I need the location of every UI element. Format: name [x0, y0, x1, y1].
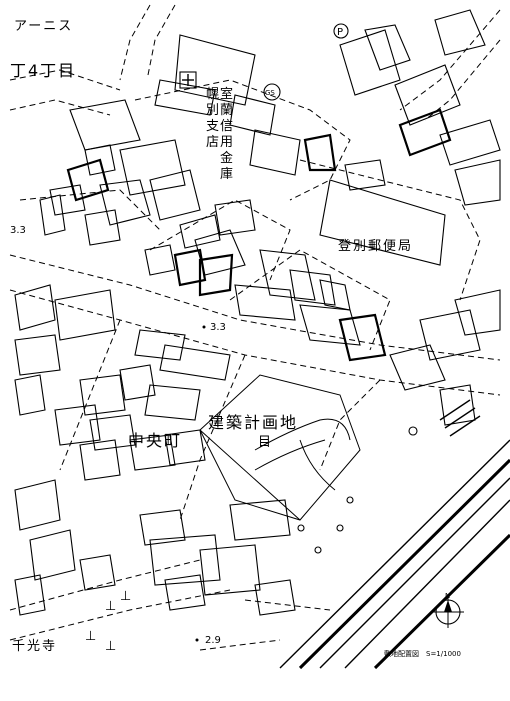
svg-text:N: N: [445, 592, 450, 600]
project-site-area: [199, 374, 361, 521]
area-label-top-left: アーニス: [14, 19, 73, 34]
svg-text:支: 支: [206, 119, 221, 134]
svg-text:用: 用: [220, 135, 235, 150]
svg-text:P: P: [337, 27, 343, 38]
svg-text:⊥: ⊥: [85, 629, 98, 644]
north-arrow-icon: N: [432, 592, 464, 628]
map-labels: アーニス 丁4丁目 幌 室 別 蘭 支 信 店 用 金 庫 登別郵便局 建築計画…: [10, 19, 461, 658]
svg-text:蘭: 蘭: [220, 102, 235, 118]
temple-label: 千光寺: [12, 639, 57, 654]
post-office-label: 登別郵便局: [338, 239, 413, 254]
building-footprints: [14, 9, 501, 616]
project-site-label: 建築計画地: [208, 413, 298, 432]
svg-text:3.3: 3.3: [210, 322, 226, 333]
svg-text:幌: 幌: [206, 86, 221, 102]
svg-text:⊥: ⊥: [105, 599, 118, 614]
svg-text:⊥: ⊥: [105, 639, 118, 654]
svg-text:店: 店: [206, 135, 221, 150]
scale-caption: 敷地配置図 S=1/1000: [384, 649, 461, 658]
district-label: 中央町: [128, 431, 182, 450]
railway: [279, 399, 510, 670]
road-network: [9, 4, 501, 651]
parking-icon: P: [333, 23, 349, 39]
svg-text:別: 別: [206, 103, 221, 118]
marker-circles: [297, 426, 418, 554]
svg-text:庫: 庫: [220, 167, 235, 182]
svg-text:信: 信: [220, 119, 235, 134]
svg-text:金: 金: [220, 150, 235, 166]
temple-mark-icon: ⊥ ⊥ ⊥ ⊥: [85, 589, 133, 654]
chome-label: 丁4丁目: [10, 61, 76, 80]
svg-text:2.9: 2.9: [205, 635, 221, 646]
svg-text:GS: GS: [265, 89, 275, 97]
svg-text:⊥: ⊥: [120, 589, 133, 604]
hospital-cross-icon: [179, 71, 197, 89]
gas-station-icon: GS: [263, 83, 281, 101]
svg-text:3.3: 3.3: [10, 225, 26, 236]
svg-text:目: 目: [258, 435, 273, 450]
svg-text:室: 室: [220, 86, 235, 102]
